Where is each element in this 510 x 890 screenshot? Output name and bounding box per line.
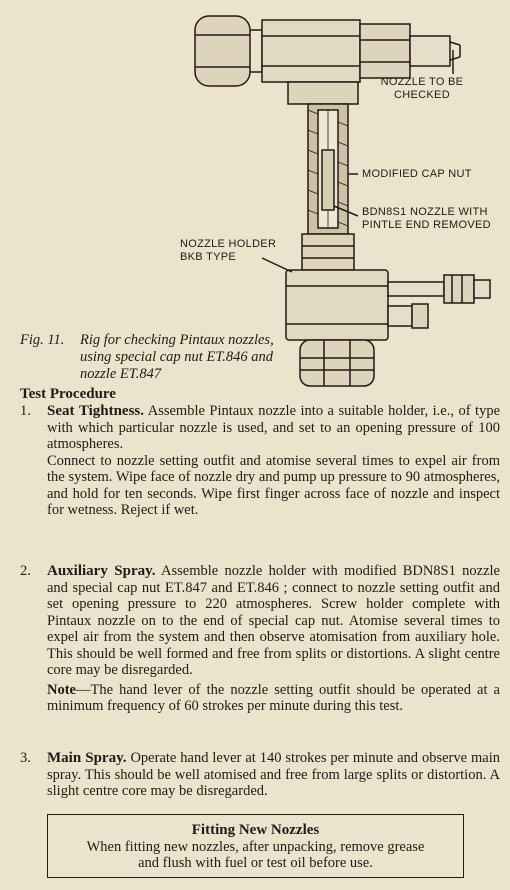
nozzle-holder-body xyxy=(285,269,389,341)
procedure-item-2: 2. Auxiliary Spray. Assemble nozzle hold… xyxy=(20,563,500,715)
item-number: 2. xyxy=(20,563,31,579)
note-label: Note xyxy=(47,681,76,698)
bottom-cap-nut xyxy=(299,339,375,387)
label-modified-cap-nut: MODIFIED CAP NUT xyxy=(362,168,472,180)
item-number: 3. xyxy=(20,750,31,766)
horizontal-body xyxy=(261,19,361,83)
note-text: —The hand lever of the nozzle setting ou… xyxy=(47,681,500,715)
item-text: Assemble nozzle holder with modified BDN… xyxy=(47,563,500,678)
procedure-item-3: 3. Main Spray. Operate hand lever at 140… xyxy=(20,750,500,800)
item-number: 1. xyxy=(20,403,31,419)
procedure-item-1: 1. Seat Tightness. Assemble Pintaux nozz… xyxy=(20,403,500,519)
item-heading: Main Spray. xyxy=(47,750,127,766)
item-text: Assemble Pintaux nozzle into a suitable … xyxy=(47,403,501,452)
fitting-note-box: Fitting New Nozzles When fitting new noz… xyxy=(47,814,464,878)
label-bdn8s1-nozzle: BDN8S1 NOZZLE WITH PINTLE END REMOVED xyxy=(362,206,491,231)
figure-caption-text: Rig for checking Pintaux nozzles, using … xyxy=(80,332,274,382)
label-nozzle-to-be-checked: NOZZLE TO BE CHECKED xyxy=(380,76,464,101)
item-heading: Seat Tightness. xyxy=(47,403,145,419)
box-title: Fitting New Nozzles xyxy=(191,822,320,838)
item-heading: Auxiliary Spray. xyxy=(47,563,156,579)
figure-number: Fig. 11. xyxy=(20,332,65,348)
label-nozzle-holder: NOZZLE HOLDER BKB TYPE xyxy=(180,238,277,263)
box-text: When fitting new nozzles, after unpackin… xyxy=(86,839,425,871)
figure-caption: Fig. 11. Rig for checking Pintaux nozzle… xyxy=(20,332,274,382)
test-nozzle xyxy=(409,35,451,67)
item-text: Operate hand lever at 140 strokes per mi… xyxy=(47,750,501,799)
section-title: Test Procedure xyxy=(20,386,116,402)
item-text: Connect to nozzle setting outfit and ato… xyxy=(47,452,500,519)
nozzle-rig-diagram xyxy=(194,15,491,387)
top-hex-nut xyxy=(194,15,251,87)
